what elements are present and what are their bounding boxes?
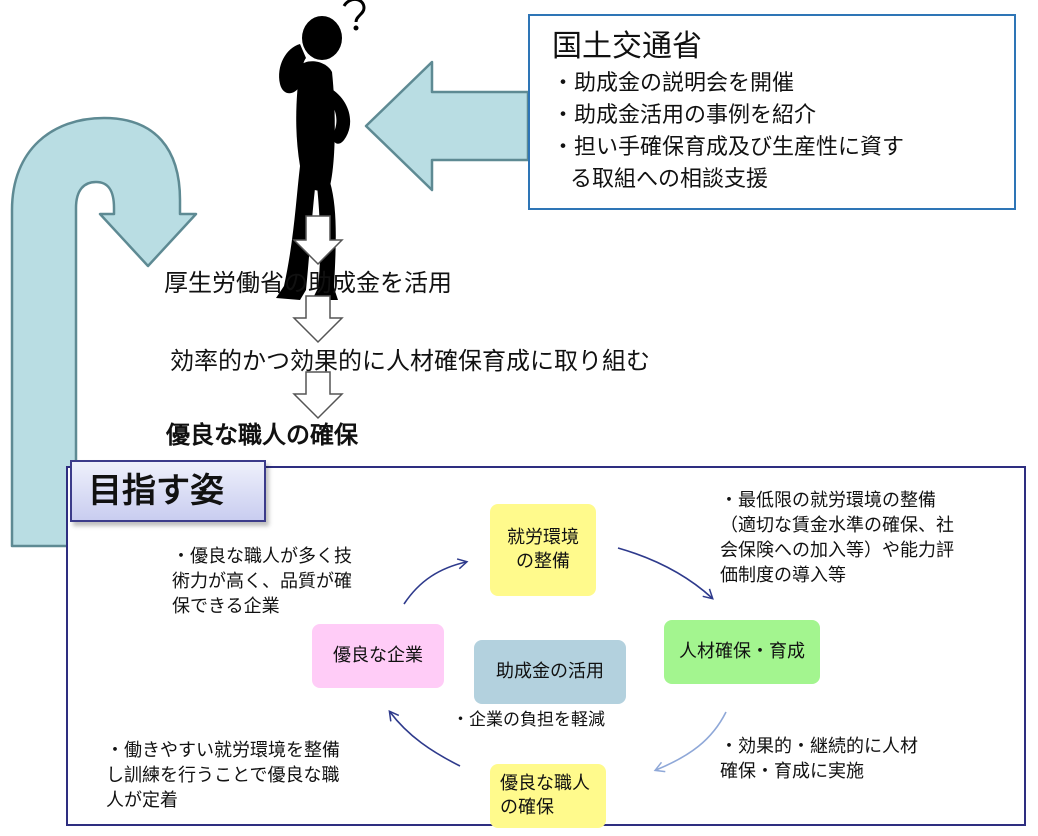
note-retain-craftsmen: ・働きやすい就労環境を整備 し訓練を行うことで優良な職 人が定着	[106, 738, 340, 813]
mlit-item: ・助成金の説明会を開催	[552, 71, 795, 96]
step-use-subsidy: 厚生労働省の助成金を活用	[164, 269, 452, 297]
note-line: し訓練を行うことで優良な職	[106, 765, 340, 786]
cycle-arrow-company-to-workenv	[403, 558, 469, 605]
note-line: ・働きやすい就労環境を整備	[106, 740, 340, 761]
node-label: の確保	[500, 797, 554, 818]
note-line: 人が定着	[106, 790, 178, 811]
note-line: ・最低限の就労環境の整備	[720, 490, 936, 511]
note-line: 術力が高く、品質が確	[172, 571, 352, 592]
node-work-environment: 就労環境 の整備	[490, 504, 596, 596]
mlit-to-figure-arrow	[364, 60, 530, 192]
mlit-item: ・助成金活用の事例を紹介	[552, 103, 817, 128]
mlit-item: ・担い手確保育成及び生産性に資す	[552, 135, 905, 160]
note-line: ・優良な職人が多く技	[172, 546, 352, 567]
note-line: （適切な賃金水準の確保、社	[720, 515, 954, 536]
note-line: 保できる企業	[172, 596, 280, 617]
cycle-arrow-craftsmen-to-company	[388, 709, 461, 767]
node-label: 優良な職人	[500, 773, 590, 794]
step-secure-craftsmen: 優良な職人の確保	[166, 421, 358, 449]
return-u-arrow	[10, 116, 198, 548]
node-excellent-company: 優良な企業	[312, 624, 444, 688]
down-arrow-2	[292, 295, 344, 344]
note-excellent-company: ・優良な職人が多く技 術力が高く、品質が確 保できる企業	[172, 544, 352, 619]
step-efficient-hr: 効率的かつ効果的に人材確保育成に取り組む	[170, 347, 650, 375]
mlit-support-box: 国土交通省 ・助成金の説明会を開催 ・助成金活用の事例を紹介 ・担い手確保育成及…	[528, 14, 1016, 210]
mlit-item: る取組への相談支援	[570, 167, 769, 192]
note-line: ・効果的・継続的に人材	[720, 736, 918, 757]
note-reduce-burden: ・企業の負担を軽減	[452, 710, 605, 730]
node-label: の整備	[516, 551, 570, 572]
node-label: 就労環境	[507, 527, 579, 548]
note-hr-continuous: ・効果的・継続的に人材 確保・育成に実施	[720, 734, 918, 784]
down-arrow-3	[292, 371, 344, 420]
node-hr-development: 人材確保・育成	[664, 620, 820, 684]
cycle-arrow-hr-to-craftsmen	[653, 711, 727, 773]
cycle-arrow-workenv-to-hr	[617, 547, 714, 600]
node-craftsmen: 優良な職人 の確保	[490, 764, 606, 828]
goal-title-tab: 目指す姿	[70, 460, 266, 522]
mlit-title: 国土交通省	[552, 29, 702, 64]
note-work-environment: ・最低限の就労環境の整備 （適切な賃金水準の確保、社 会保険への加入等）や能力評…	[720, 488, 954, 588]
node-subsidy-use: 助成金の活用	[474, 640, 626, 704]
note-line: 確保・育成に実施	[720, 761, 864, 782]
down-arrow-1	[292, 215, 344, 266]
note-line: 会保険への加入等）や能力評	[720, 540, 954, 561]
note-line: 価制度の導入等	[720, 565, 846, 586]
